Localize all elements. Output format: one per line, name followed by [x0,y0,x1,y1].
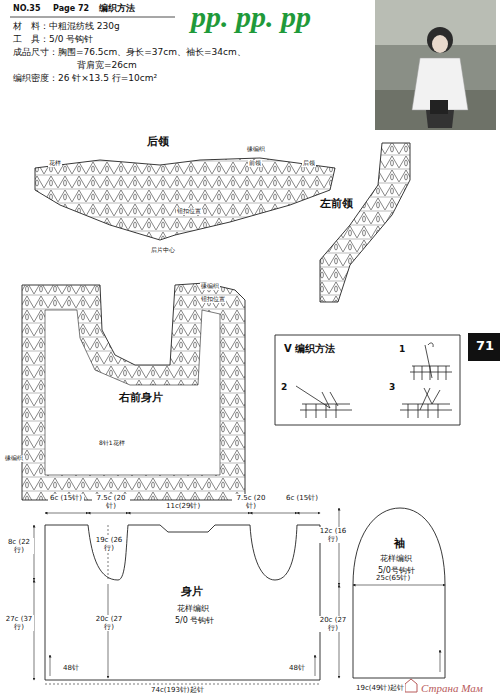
page-tab [468,333,500,361]
spec-line: 背肩宽=26cm [76,60,138,70]
chart-note: 前领 [248,160,262,167]
dimension: 48针 [62,664,80,672]
chart-note: 缘编织 [246,146,266,153]
part-note: 花样编织 [379,554,413,563]
spec-line: 材 料：中粗混纺线 230g [12,21,121,31]
dimension: 19c(49针)起针 [355,684,405,692]
chart-note: 花样 [48,160,62,167]
body-schematic: 身片花样编织 5/0 号钩针 [40,518,325,683]
step-number: 2 [280,382,288,392]
outline [30,132,340,244]
front-chart: 右前身片 [20,280,250,505]
dimension: 74c(193针)起针 [150,686,205,694]
spec-line: 编织密度：26 针×13.5 行=10cm² [12,73,158,83]
outline-path [275,335,460,425]
step-number: 1 [398,344,406,354]
dimension: 12c (16行) [318,527,348,543]
sleeve-schematic: 袖花样编织5/0号钩针 [345,500,455,680]
outline-path [22,283,245,500]
dimension: 27c (37行) [4,615,34,631]
dimension: 7.5c (20针) [92,494,130,510]
part-title: 左前领 [319,198,354,211]
dimension: 6c (15针) [48,494,84,502]
part-title: 身片 [180,586,204,599]
dimension: 8c (22行) [4,538,34,554]
watermark: pp. pp. pp [190,2,312,32]
dimension: 25c(65针) [375,574,411,582]
dimension: 20c (27行) [93,615,125,631]
outline [40,518,325,683]
part-note: 花样编织 [176,604,210,613]
dimension: 11c(29针) [165,502,201,510]
chart-note: 缘编织 [4,455,24,462]
inner-outline [45,310,220,475]
dimension: 20c (27行) [318,616,348,632]
chart-note: 8针1花样 [98,440,126,447]
header-text: Page 72 [52,4,90,13]
outline-path [35,158,335,240]
outline-path [353,508,445,678]
chart-note: 缘编织 [200,283,220,290]
chart-note: 钮扣位置 [176,208,202,215]
dimension-lines [34,508,445,684]
header-rule [10,17,175,18]
dimension: 7.5c (20针) [232,494,270,510]
watermark: Страна Мам [420,682,484,695]
outline [345,500,455,680]
technique-box: V 编织方法 [275,335,460,425]
part-title: 后领 [146,136,170,149]
outline-path [320,143,410,302]
chart-note: 后片中心 [150,247,176,254]
outline-path [45,525,320,680]
part-title: 右前身片 [118,392,164,405]
outline [315,140,415,305]
photo [375,0,496,130]
collar-chart: 左前领 [315,140,415,305]
collar-chart: 后领 [30,132,340,244]
spec-line: 成品尺寸：胸围=76.5cm、身长=37cm、袖长=34cm、 [12,47,247,57]
dimension: 6c (15针) [284,494,320,502]
chart-note: 后领 [302,160,316,167]
part-title: 袖 [393,538,406,551]
part-title: V 编织方法 [283,343,336,355]
dimension: 48针 [288,664,306,672]
step-number: 3 [388,382,396,392]
page-number: 71 [475,339,495,354]
part-note: 5/0 号钩针 [174,616,215,625]
chart-note: 钮扣位置 [200,296,226,303]
watermark-icon [405,679,417,692]
header-text: NO.35 [12,4,42,13]
spec-line: 工 具：5/0 号钩针 [12,34,94,44]
header-text: 编织方法 [98,3,136,13]
dimension: 19c (26行) [93,536,125,552]
